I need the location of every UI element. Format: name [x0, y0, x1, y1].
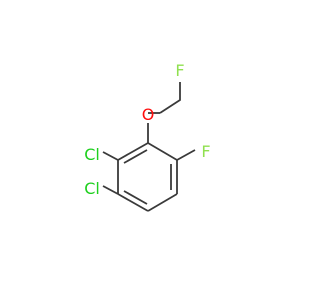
ring-bond-1-2	[147, 142, 178, 161]
bonds	[102, 82, 196, 212]
atom-fluorine-right: F	[201, 142, 210, 161]
atom-labels: F O Cl Cl F	[84, 61, 210, 198]
atom-chlorine-lower: Cl	[84, 179, 100, 198]
bond-fluoro-methylene	[159, 82, 181, 114]
atom-fluorine-top: F	[175, 61, 184, 80]
atom-chlorine-upper: Cl	[84, 145, 100, 164]
ring-bond-4-5-inner	[123, 190, 148, 205]
ring-bond-6-1	[117, 142, 149, 161]
bond-ring-chlorine-upper	[102, 151, 119, 161]
ring-bond-6-1-inner	[123, 149, 148, 164]
atom-oxygen: O	[142, 105, 155, 124]
ring-bond-4-5	[117, 193, 149, 212]
bond-ring-fluorine	[176, 149, 196, 161]
molecule-structure: F O Cl Cl F	[84, 61, 211, 212]
ring-bond-3-4	[147, 193, 178, 212]
bond-ring-chlorine-lower	[102, 185, 119, 195]
